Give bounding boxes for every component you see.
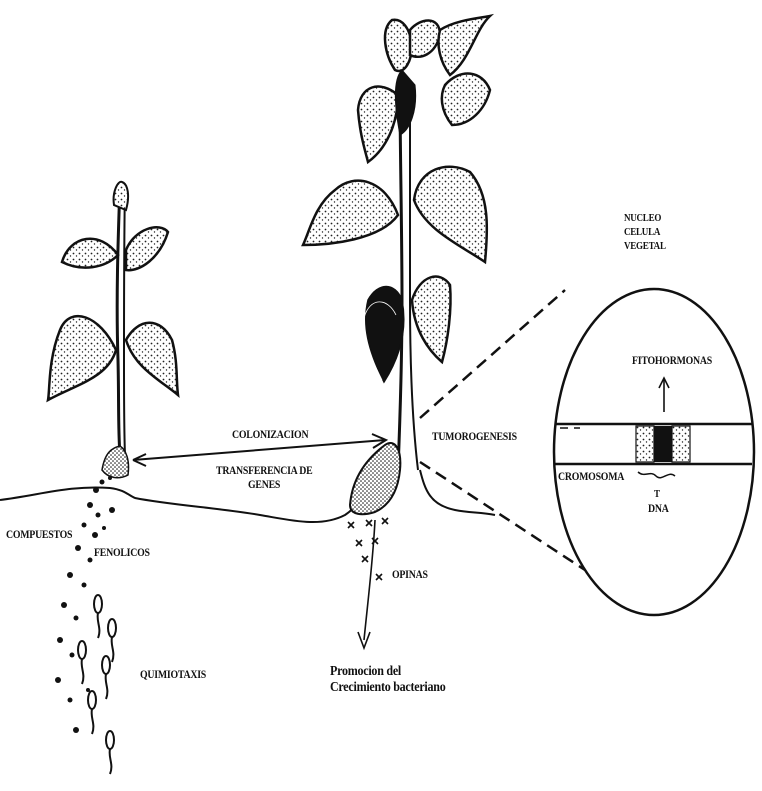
arrow-to-bacterial-growth	[364, 520, 375, 640]
phenolic-label-line1: COMPUESTOS	[6, 528, 72, 541]
chromosome-label: CROMOSOMA	[558, 470, 624, 483]
colonization-arrow	[133, 440, 385, 460]
t-dna-insert	[654, 426, 672, 462]
dna-label: DNA	[648, 502, 669, 515]
gene-transfer-label-line1: TRANSFERENCIA DE	[216, 464, 312, 477]
t-label: T	[654, 488, 660, 500]
phytohormones-label: FITOHORMONAS	[632, 354, 712, 367]
nucleus-label-line3: VEGETAL	[624, 240, 666, 252]
opines-marks	[348, 518, 388, 580]
gene-transfer-label-line2: GENES	[248, 478, 280, 491]
chemotaxis-label: QUIMIOTAXIS	[140, 668, 206, 681]
crown-gall-tumor	[350, 443, 400, 514]
tumorogenesis-label: TUMOROGENESIS	[432, 430, 517, 443]
bacteria-cells	[78, 595, 116, 774]
opines-label: OPINAS	[392, 568, 428, 581]
phenolic-label-line2: FENOLICOS	[94, 546, 150, 559]
bacterial-growth-label-line2: Crecimiento bacteriano	[330, 680, 445, 696]
phenolic-compounds-dots	[55, 476, 115, 733]
nucleus-label-line2: CELULA	[624, 226, 660, 238]
colonization-label: COLONIZACION	[232, 428, 308, 441]
bacterial-growth-label-line1: Promocion del	[330, 664, 401, 680]
nucleus-label-line1: NUCLEO	[624, 212, 661, 224]
small-plant	[48, 182, 178, 478]
